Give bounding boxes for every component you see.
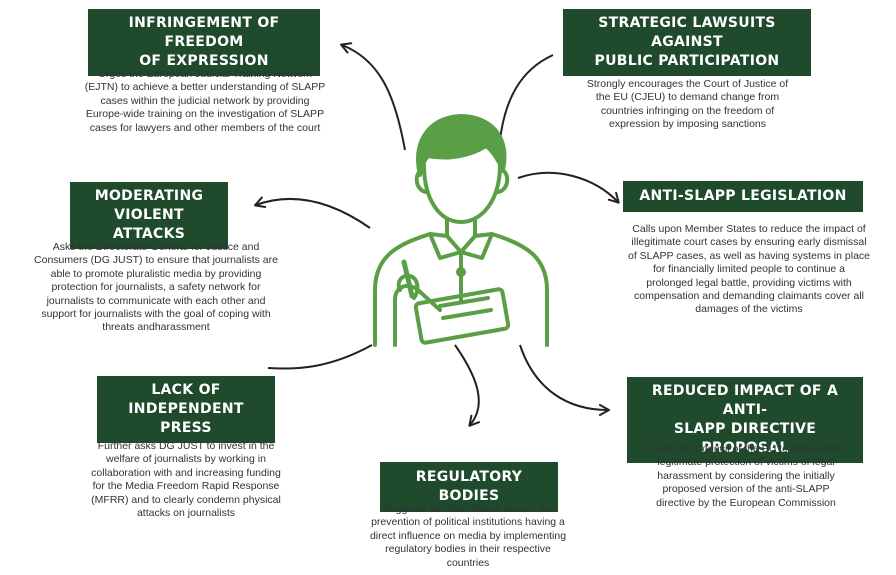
arrow-to-regulatory (454, 344, 480, 427)
arrow-to-infringement (340, 42, 406, 151)
node-text-anti-slapp-legislation: Calls upon Member States to reduce the i… (627, 223, 870, 316)
node-badge-moderating-violent-attacks: MODERATING VIOLENT ATTACKS (70, 182, 228, 249)
node-text-moderating-violent-attacks: Asks the Directorate-General for Justice… (34, 241, 278, 334)
arrow-to-anti-slapp (517, 171, 620, 204)
arrow-to-lack-of-press (267, 344, 373, 370)
person-with-clipboard-icon (373, 114, 549, 347)
node-text-regulatory-bodies: Suggests Member States ensure the preven… (369, 503, 567, 569)
node-badge-strategic-lawsuits: STRATEGIC LAWSUITS AGAINST PUBLIC PARTIC… (563, 9, 811, 76)
node-text-strategic-lawsuits: Strongly encourages the Court of Justice… (586, 78, 789, 131)
node-badge-regulatory-bodies: REGULATORY BODIES (380, 462, 558, 512)
arrow-to-reduced-impact (519, 344, 610, 416)
node-badge-infringement-of-freedom-of-expression: INFRINGEMENT OF FREEDOM OF EXPRESSION (88, 9, 320, 76)
arrow-to-strategic-lawsuits (499, 54, 554, 141)
node-text-infringement-of-freedom-of-expression: Urges the European Judicial Training Net… (84, 68, 326, 134)
node-text-lack-of-independent-press: Further asks DG JUST to invest in the we… (91, 440, 281, 520)
arrow-to-moderating (254, 196, 371, 229)
node-badge-anti-slapp-legislation: ANTI-SLAPP LEGISLATION (623, 181, 863, 212)
node-badge-lack-of-independent-press: LACK OF INDEPENDENT PRESS (97, 376, 275, 443)
node-badge-reduced-impact-anti-slapp-directive: REDUCED IMPACT OF A ANTI- SLAPP DIRECTIV… (627, 377, 863, 463)
node-text-reduced-impact-anti-slapp-directive: Asks the Council of the EU to ensure the… (651, 443, 841, 509)
